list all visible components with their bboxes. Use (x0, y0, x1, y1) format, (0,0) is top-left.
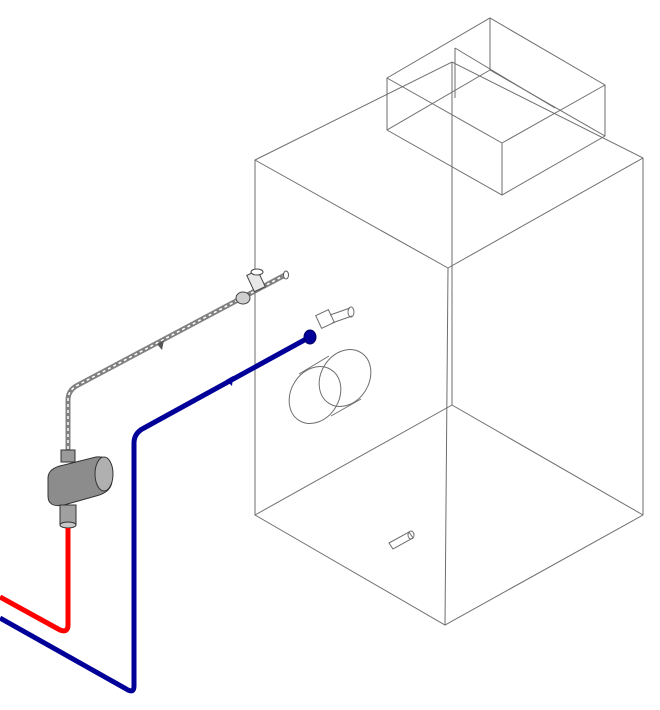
tank-top-edge-left (254, 159, 449, 269)
return-pipe-end (283, 270, 289, 280)
top-unit-wireframe (386, 17, 606, 196)
hot-pipe (0, 528, 71, 634)
cold-flow-arrow (226, 376, 233, 386)
tank-back-bottom-left (254, 404, 453, 516)
top-unit-outline (386, 17, 606, 196)
top-unit-edge-a (386, 77, 503, 144)
valve-stem (60, 449, 76, 463)
top-unit-hidden-b (386, 69, 491, 131)
tank-top-edge-right (447, 157, 644, 269)
return-tee-fitting (235, 268, 266, 305)
tank-front-edge (444, 267, 449, 626)
tank-fittings (288, 306, 415, 550)
return-pipe (65, 272, 287, 455)
tank-back-bottom-right (451, 404, 644, 516)
top-unit-inner-a (454, 47, 556, 109)
cold-pipe-fitting (303, 329, 317, 345)
cold-water-line (0, 329, 317, 694)
return-flow-arrow (157, 340, 164, 350)
upper-t-fitting (315, 306, 355, 329)
hot-water-line (0, 528, 71, 634)
drain-nozzle (388, 530, 415, 550)
return-line (65, 268, 289, 455)
mixing-valve (47, 449, 114, 529)
top-unit-edge-b (501, 84, 606, 144)
tank-wireframe (254, 61, 644, 626)
cold-pipe (0, 335, 310, 694)
side-port-cylinder (288, 349, 372, 424)
